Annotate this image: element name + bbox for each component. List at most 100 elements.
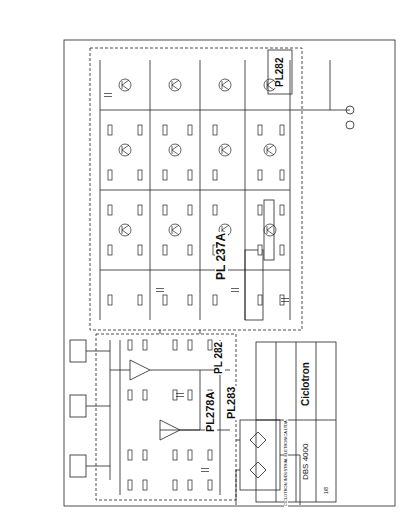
title-rule bbox=[276, 342, 277, 502]
resistor-symbol bbox=[173, 450, 177, 460]
board-outline bbox=[96, 334, 236, 500]
resistor-symbol bbox=[128, 340, 132, 350]
output-terminal bbox=[346, 106, 354, 114]
output-terminal bbox=[346, 121, 354, 129]
transistor-lead bbox=[172, 225, 179, 235]
resistor-symbol bbox=[163, 170, 167, 180]
resistor-symbol bbox=[138, 245, 142, 255]
resistor-symbol bbox=[188, 480, 192, 490]
connector-box bbox=[268, 50, 292, 94]
resistor-symbol bbox=[188, 450, 192, 460]
resistor-symbol bbox=[108, 295, 112, 305]
resistor-symbol bbox=[173, 480, 177, 490]
part-label: PL278A bbox=[205, 391, 217, 433]
resistor-symbol bbox=[280, 205, 284, 215]
resistor-symbol bbox=[280, 245, 284, 255]
resistor-symbol bbox=[108, 125, 112, 135]
capacitor-symbol bbox=[281, 299, 289, 302]
transistor-lead bbox=[267, 145, 274, 155]
opamp-symbol bbox=[130, 360, 180, 440]
resistor-symbol bbox=[143, 480, 147, 490]
resistor-symbol bbox=[143, 340, 147, 350]
resistor-symbol bbox=[188, 205, 192, 215]
resistor-symbol bbox=[213, 125, 217, 135]
resistor-symbol bbox=[258, 170, 262, 180]
transistor-lead bbox=[267, 225, 274, 235]
input-jack bbox=[70, 455, 86, 477]
resistor-symbol bbox=[213, 170, 217, 180]
resistor-symbol bbox=[128, 450, 132, 460]
transistor-lead bbox=[172, 80, 179, 90]
resistor-symbol bbox=[258, 205, 262, 215]
notes-table bbox=[245, 250, 263, 320]
resistor-symbol bbox=[188, 340, 192, 350]
wire bbox=[86, 340, 110, 480]
resistor-symbol bbox=[280, 170, 284, 180]
title-rule bbox=[316, 342, 317, 502]
resistor-symbol bbox=[173, 390, 177, 400]
part-label: DBS 4000 bbox=[302, 443, 310, 481]
transistor-symbol bbox=[119, 144, 131, 156]
transistor-lead bbox=[122, 145, 129, 155]
part-label: PL282 bbox=[275, 56, 286, 87]
part-label: PL 237A bbox=[215, 231, 228, 280]
wire bbox=[100, 60, 290, 334]
resistor-symbol bbox=[188, 125, 192, 135]
resistor-symbol bbox=[128, 480, 132, 490]
part-label: CICLOTRON INDUSTRIAL ELETRONICA LTDA. bbox=[284, 418, 288, 507]
bridge-rectifier bbox=[250, 432, 266, 478]
wire bbox=[110, 340, 230, 495]
transistor-symbol bbox=[219, 79, 231, 91]
resistor-symbol bbox=[188, 295, 192, 305]
transistor-symbol bbox=[219, 144, 231, 156]
resistor-symbol bbox=[213, 295, 217, 305]
resistor-symbol bbox=[188, 245, 192, 255]
transistor-lead bbox=[222, 80, 229, 90]
wire bbox=[236, 440, 300, 505]
resistor-symbol bbox=[258, 125, 262, 135]
transistor-lead bbox=[222, 145, 229, 155]
resistor-symbol bbox=[138, 125, 142, 135]
resistor-symbol bbox=[280, 295, 284, 305]
capacitor-symbol bbox=[104, 94, 112, 97]
resistor-symbol bbox=[143, 450, 147, 460]
capacitor-symbol bbox=[156, 289, 164, 292]
resistor-symbol bbox=[163, 205, 167, 215]
resistor-symbol bbox=[163, 125, 167, 135]
resistor-symbol bbox=[208, 450, 212, 460]
part-label: Ciclotron bbox=[301, 361, 312, 407]
resistor-symbol bbox=[163, 245, 167, 255]
resistor-symbol bbox=[188, 170, 192, 180]
resistor-symbol bbox=[213, 205, 217, 215]
transformer-symbol bbox=[240, 420, 280, 490]
board-outline bbox=[90, 48, 302, 330]
notes-table bbox=[264, 200, 274, 260]
part-label: 1/8 bbox=[324, 486, 329, 495]
resistor-symbol bbox=[163, 295, 167, 305]
transistor-symbol bbox=[169, 224, 181, 236]
resistor-symbol bbox=[108, 245, 112, 255]
capacitor-symbol bbox=[176, 394, 184, 397]
resistor-symbol bbox=[258, 295, 262, 305]
transistor-symbol bbox=[169, 79, 181, 91]
output-wire bbox=[290, 60, 350, 110]
resistor-symbol bbox=[138, 205, 142, 215]
transistor-lead bbox=[122, 225, 129, 235]
resistor-symbol bbox=[143, 390, 147, 400]
transistor-symbol bbox=[169, 144, 181, 156]
resistor-symbol bbox=[280, 125, 284, 135]
transistor-symbol bbox=[264, 144, 276, 156]
resistor-symbol bbox=[208, 340, 212, 350]
resistor-symbol bbox=[188, 390, 192, 400]
part-label: PL283 bbox=[226, 386, 238, 420]
sheet-frame bbox=[64, 40, 395, 506]
transistor-symbol bbox=[264, 224, 276, 236]
resistor-symbol bbox=[108, 205, 112, 215]
transistor-symbol bbox=[119, 224, 131, 236]
transistor-lead bbox=[267, 80, 274, 90]
transistor-lead bbox=[122, 80, 129, 90]
title-rule bbox=[296, 342, 297, 502]
resistor-symbol bbox=[128, 390, 132, 400]
